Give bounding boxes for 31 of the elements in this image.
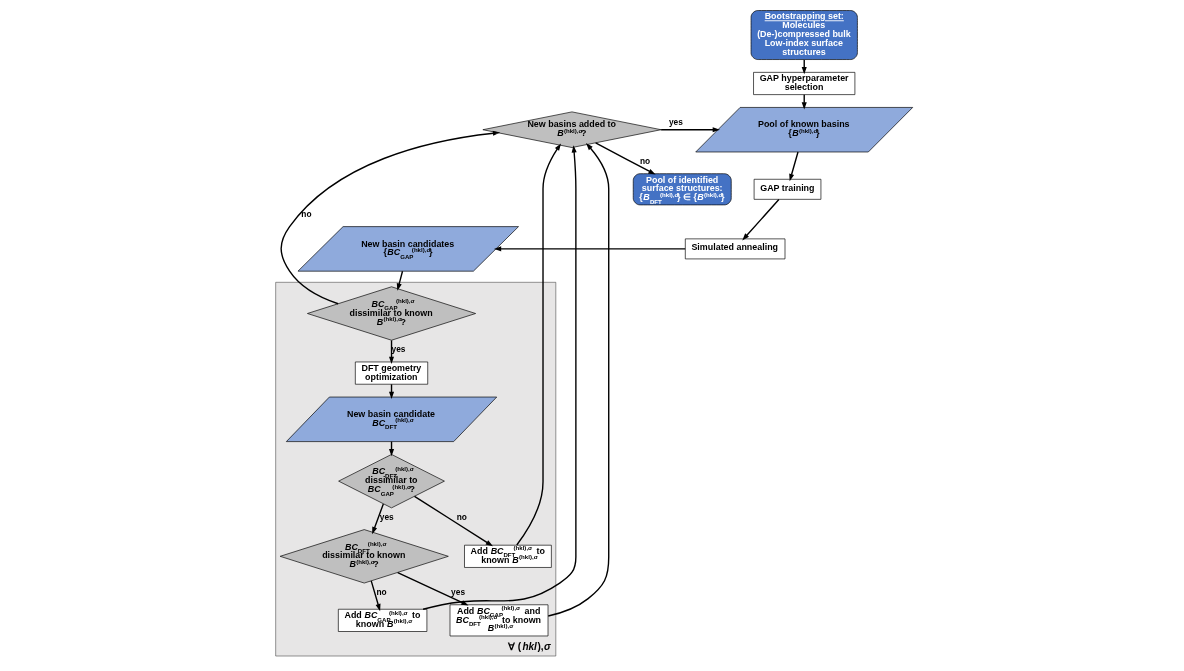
edge-label: yes: [451, 587, 466, 598]
arrow: [422, 145, 577, 610]
arrow: [660, 127, 720, 133]
node-box: GAP training: [753, 178, 822, 200]
arrow: [372, 503, 385, 535]
arrow: [413, 495, 493, 547]
edge-label: yes: [379, 512, 394, 523]
node-box: Simulated annealing: [684, 238, 786, 260]
arrow: [742, 198, 780, 241]
arrow: [370, 580, 381, 612]
arrow: [280, 130, 501, 305]
edge-label: yes: [391, 344, 406, 355]
node-box: GAP hyperparameter selection: [753, 72, 856, 95]
node-box: Add BC$_{DFT}$$^{(hkl),σ}$ to known B$^{(hkl),σ}$: [464, 544, 552, 568]
edge-label: no: [639, 156, 651, 167]
node-box: Add BC$_{GAP}$$^{(hkl),σ}$ to known B$^{(hkl),σ}$: [338, 608, 428, 632]
arrow: [493, 246, 686, 252]
edge-label: no: [456, 512, 467, 523]
node-box: Bootstrapping set: Molecules (De-)compressed bulk Low-index surface structures: [750, 10, 858, 60]
node-box: Pool of identified surface structures: {B$_{DFT}$$^{(hkl),σ}$} ∈ {B$^{(hkl),σ}$}: [632, 173, 732, 206]
node-diamond: New basins added to B$^{(hkl),σ}$?: [482, 111, 662, 148]
arrow: [516, 143, 562, 546]
edge-label: no: [301, 209, 312, 220]
edge-label: yes: [668, 116, 683, 127]
node-box: Add BC$_{GAP}$$^{(hkl),σ}$ and BC$_{DFT}$$^{(hkl),σ}$ to known B$^{(hkl),σ}$: [449, 604, 549, 637]
arrow: [789, 151, 799, 182]
arrow: [396, 270, 404, 291]
arrow: [594, 142, 656, 175]
arrow: [547, 143, 610, 617]
node-box: DFT geometry optimization: [355, 361, 429, 385]
edge-label: no: [376, 587, 387, 598]
